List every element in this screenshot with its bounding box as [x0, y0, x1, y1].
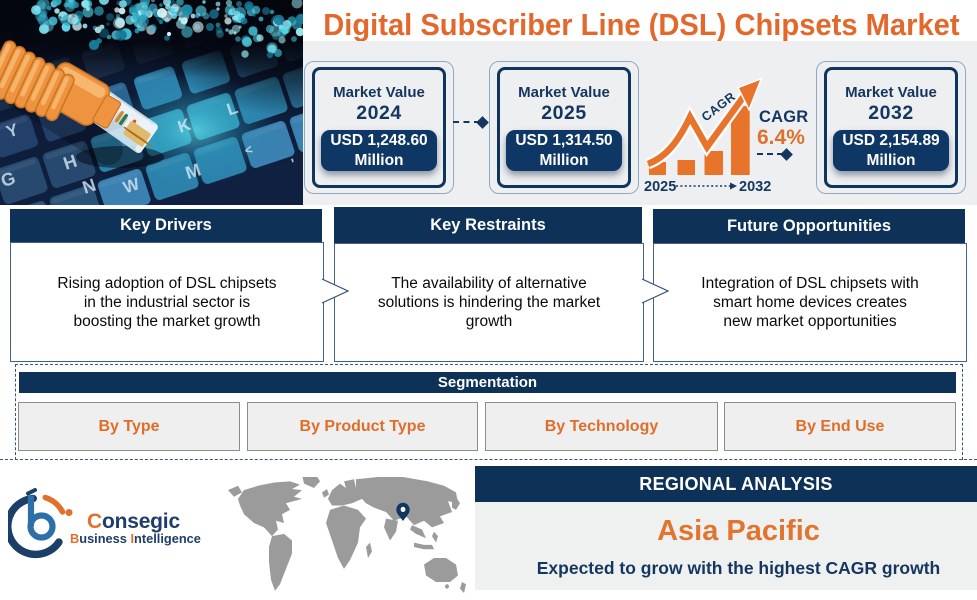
- svg-text:Business Intelligence: Business Intelligence: [70, 531, 201, 546]
- svg-text:Consegic: Consegic: [87, 510, 180, 533]
- svg-text:N: N: [80, 175, 99, 198]
- svg-text:G: G: [0, 168, 18, 191]
- svg-text:W: W: [121, 174, 143, 197]
- svg-text:': ': [289, 155, 297, 171]
- svg-text:H: H: [61, 151, 80, 174]
- svg-text:M: M: [183, 159, 204, 183]
